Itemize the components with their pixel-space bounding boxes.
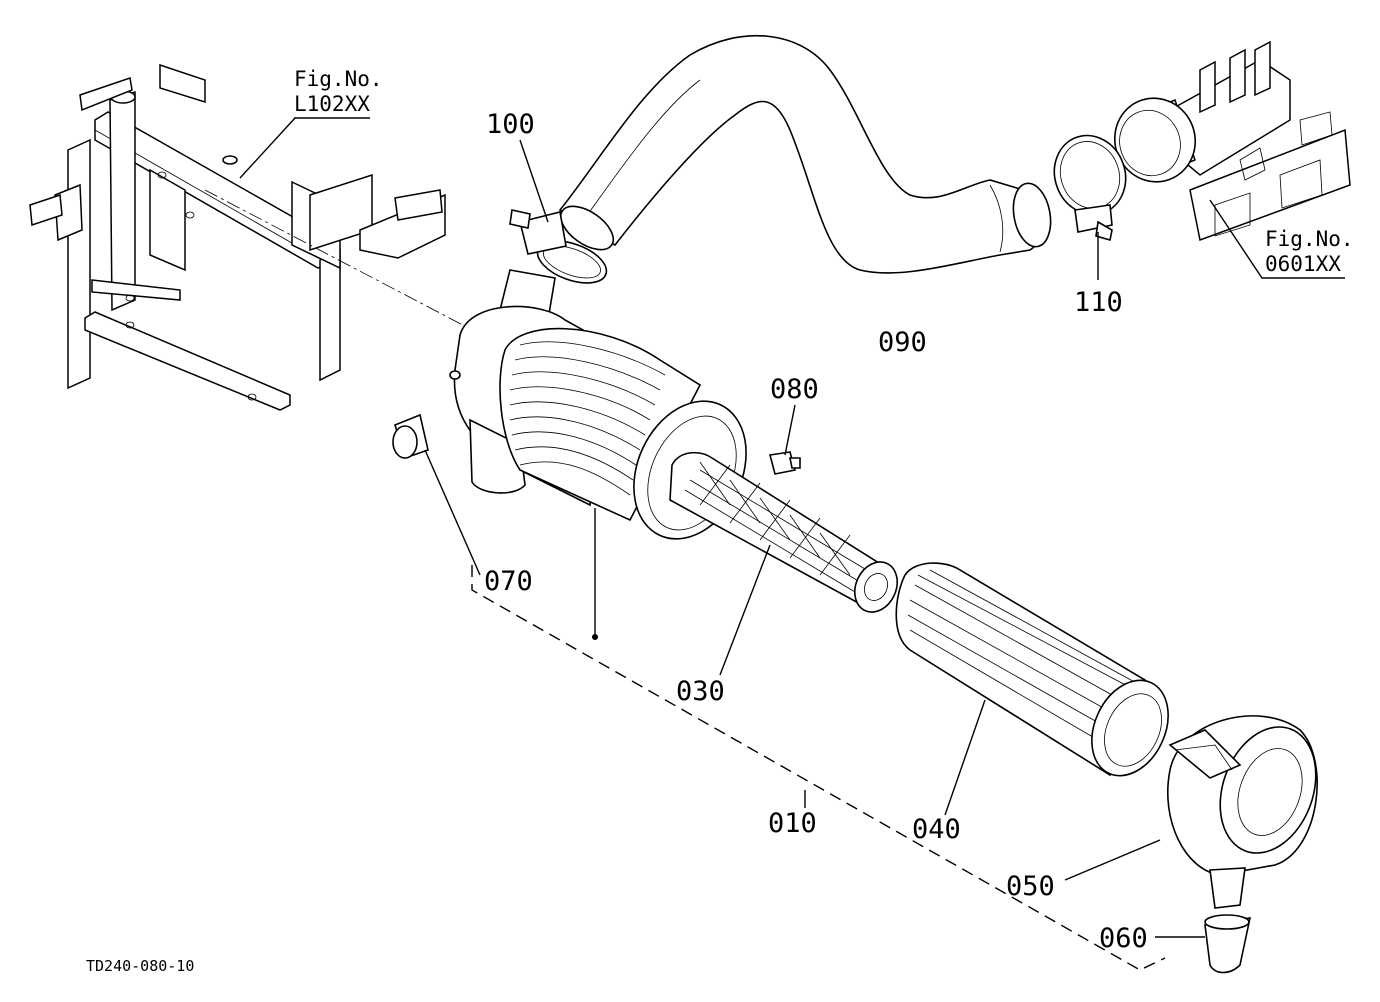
callout-070: 070: [484, 566, 533, 597]
figure-reference-frame: Fig.No. L102XX: [294, 67, 383, 119]
assembly-bracket-010: [471, 565, 1166, 971]
svg-text:L102XX: L102XX: [294, 92, 370, 116]
callout-080: 080: [770, 374, 819, 405]
callout-050: 050: [1006, 871, 1055, 902]
engine-intake-manifold: [1113, 40, 1351, 279]
drawing-code: TD240-080-10: [86, 957, 194, 975]
callout-010: 010: [768, 808, 817, 839]
callout-060: 060: [1099, 923, 1148, 954]
svg-text:Fig.No.: Fig.No.: [294, 67, 383, 91]
callout-110: 110: [1074, 287, 1123, 318]
plug-070: [392, 370, 481, 576]
tractor-frame: [29, 63, 521, 411]
hose-clamp-100: [509, 139, 608, 284]
svg-text:Fig.No.: Fig.No.: [1265, 227, 1354, 251]
hose-clamp-110: [1053, 134, 1127, 280]
callout-040: 040: [912, 814, 961, 845]
figure-reference-engine: Fig.No. 0601XX: [1265, 227, 1354, 276]
svg-text:0601XX: 0601XX: [1265, 252, 1341, 276]
primary-element: [895, 562, 1169, 816]
intake-hose: [558, 35, 1052, 274]
evacuator-valve: [1155, 914, 1252, 974]
air-cleaner-cover: [1064, 715, 1318, 909]
callout-100: 100: [486, 109, 535, 140]
callout-090: 090: [878, 327, 927, 358]
callout-030: 030: [676, 676, 725, 707]
safety-element: [669, 451, 898, 676]
bolt-080: [768, 404, 801, 475]
